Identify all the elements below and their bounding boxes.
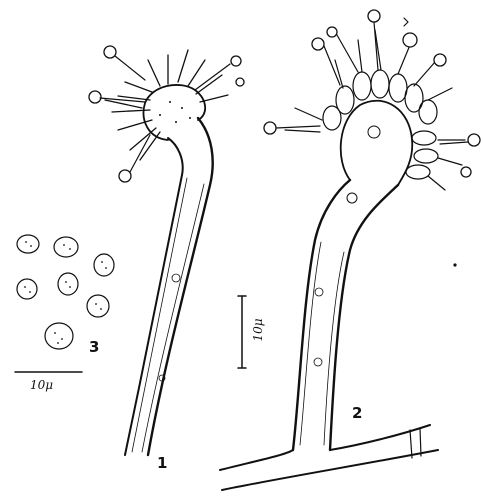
- scale-bar-conidiophore: 10μ: [238, 296, 265, 368]
- label-fig1: 1: [157, 454, 167, 472]
- spore: [58, 273, 78, 295]
- scale-bar-spores: 10μ: [15, 372, 82, 392]
- conidiophore-2: [220, 10, 480, 490]
- label-fig2: 2: [352, 404, 362, 422]
- spore: [17, 235, 39, 253]
- spore: [45, 323, 73, 349]
- svg-text:10μ: 10μ: [251, 318, 265, 341]
- svg-text:10μ: 10μ: [30, 378, 53, 392]
- spore: [87, 295, 109, 317]
- conidiophore-1: [89, 46, 244, 455]
- label-fig3: 3: [89, 338, 99, 356]
- spore: [17, 279, 37, 299]
- spore-cluster: [17, 235, 114, 349]
- spore: [54, 237, 78, 257]
- vesicle-1: [144, 85, 206, 140]
- vesicle-2: [341, 101, 413, 185]
- spore: [94, 254, 114, 276]
